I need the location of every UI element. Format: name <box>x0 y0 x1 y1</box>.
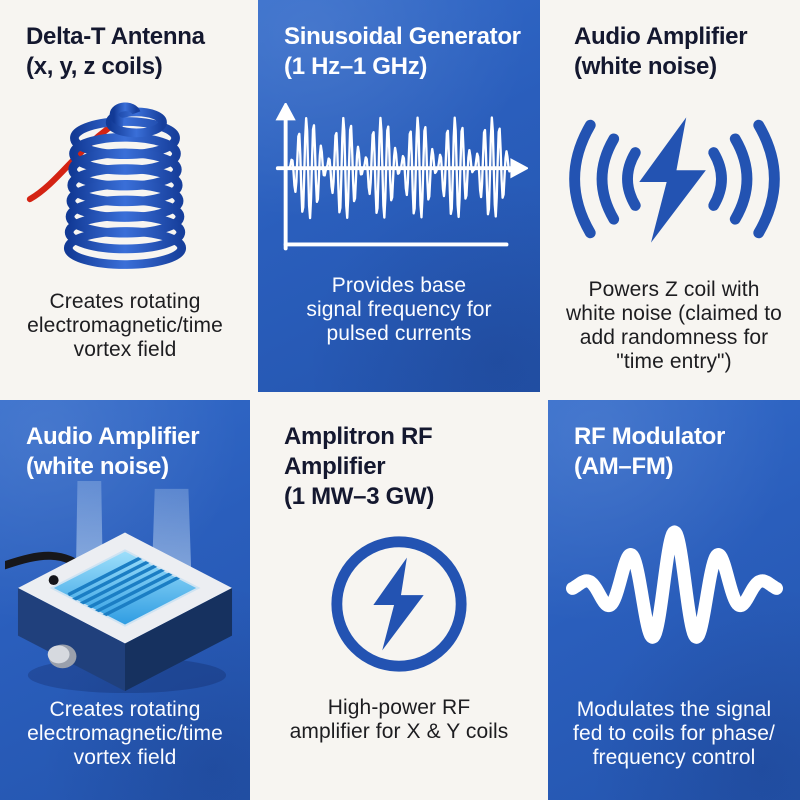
am-waveform-path <box>288 116 512 220</box>
card-description: High-power RF amplifier for X & Y coils <box>289 696 509 744</box>
card-art <box>0 481 250 698</box>
circle-outline <box>331 536 467 672</box>
card-title: Audio Amplifier (white noise) <box>26 423 200 481</box>
device-front-face <box>17 588 125 692</box>
card-art <box>548 482 800 698</box>
card-description: Creates rotating electromagnetic/time vo… <box>27 698 223 770</box>
lightning-bolt-circle-icon <box>331 536 467 672</box>
lightning-bolt-sound-waves-icon <box>568 117 780 244</box>
card-title: Delta-T Antenna (x, y, z coils) <box>26 22 242 82</box>
card-amplitron-rf-amplifier: Amplitron RF Amplifier (1 MW–3 GW) High-… <box>258 400 540 800</box>
lightning-bolt <box>638 117 706 244</box>
x-axis-arrow <box>510 158 528 179</box>
card-title: Sinusoidal Generator (1 Hz–1 GHz) <box>284 23 521 81</box>
lightning-bolt <box>373 558 424 651</box>
card-rf-modulator: RF Modulator (AM–FM) Modulates the signa… <box>548 400 800 800</box>
card-description: Powers Z coil with white noise (claimed … <box>566 278 782 374</box>
title-line: (x, y, z coils) <box>26 53 163 81</box>
card-title: Amplitron RF Amplifier (1 MW–3 GW) <box>284 423 435 511</box>
card-description: Creates rotating electromagnetic/time vo… <box>27 290 223 362</box>
card-title: RF Modulator (AM–FM) <box>574 423 726 481</box>
sound-wave-arc <box>621 147 641 212</box>
red-wire <box>26 119 121 203</box>
sound-wave-arc <box>596 133 619 225</box>
card-art <box>548 82 800 278</box>
card-art <box>258 82 540 274</box>
knob-face <box>47 645 70 664</box>
coil-antenna-illustration <box>26 102 187 269</box>
card-description: Modulates the signal fed to coils for ph… <box>573 698 775 770</box>
title-line: Delta-T Antenna <box>26 23 205 50</box>
amplifier-device-illustration <box>5 481 233 694</box>
card-art <box>258 513 540 696</box>
device-right-face <box>125 588 233 692</box>
card-sinusoidal-generator: Sinusoidal Generator (1 Hz–1 GHz) Provid… <box>258 0 540 392</box>
sound-wave-arc <box>568 120 596 239</box>
input-jack <box>48 575 59 586</box>
card-title: Audio Amplifier (white noise) <box>574 23 748 81</box>
sound-wave-arc <box>729 133 752 225</box>
card-art <box>0 82 250 290</box>
card-delta-t-antenna: Delta-T Antenna (x, y, z coils) <box>0 0 250 392</box>
card-description: Provides base signal frequency for pulse… <box>306 274 492 346</box>
card-audio-amplifier-top: Audio Amplifier (white noise) Powers Z c… <box>548 0 800 392</box>
y-axis-arrow <box>275 103 296 121</box>
wave-packet-icon <box>565 525 783 645</box>
sound-wave-arc <box>752 120 780 239</box>
sound-wave-arc <box>707 147 727 212</box>
wave-packet-path <box>565 525 783 645</box>
card-audio-amplifier-bottom: Audio Amplifier (white noise) <box>0 400 250 800</box>
am-waveform-plot <box>275 103 528 251</box>
